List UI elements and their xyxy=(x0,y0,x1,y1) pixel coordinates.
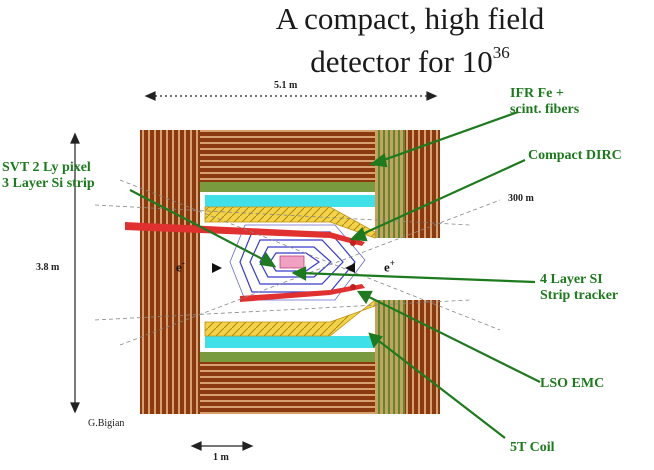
label-dirc: Compact DIRC xyxy=(528,148,622,163)
electron-label: e- xyxy=(176,258,185,275)
emc-bottom xyxy=(204,299,376,337)
ifr-iron xyxy=(140,130,440,414)
label-ifr-line2: scint. fibers xyxy=(510,102,580,117)
positron-sign: + xyxy=(389,258,395,268)
title-line1: A compact, high field xyxy=(275,1,545,36)
title-exponent: 36 xyxy=(492,43,510,62)
label-silicon-line2: Strip tracker xyxy=(540,288,619,303)
coil-bottom xyxy=(200,352,375,362)
iron-left xyxy=(140,130,200,414)
label-emc: LSO EMC xyxy=(540,376,605,391)
label-ifr: IFR Fe + scint. fibers xyxy=(510,86,579,118)
iron-top-endcap-inner xyxy=(375,130,405,238)
credit: G.Bigian xyxy=(88,418,125,429)
label-coil: 5T Coil xyxy=(510,440,555,455)
dim-length: 5.1 m xyxy=(274,80,298,91)
label-ifr-line1: IFR Fe + xyxy=(510,86,564,101)
electron-sign: - xyxy=(181,258,185,268)
label-svt: SVT 2 Ly pixel 3 Layer Si strip xyxy=(2,160,95,192)
beampipe-lower xyxy=(240,284,365,302)
positron-label: e+ xyxy=(384,258,395,275)
dirc-top xyxy=(205,195,375,207)
label-svt-line2: 3 Layer Si strip xyxy=(2,176,95,191)
electron-symbol: e xyxy=(176,259,182,275)
callout-arrows xyxy=(129,110,541,439)
electron-arrow xyxy=(212,263,222,273)
iron-top xyxy=(200,130,375,182)
beam-marker-lower xyxy=(350,284,356,290)
label-silicon-tracker: 4 Layer SI Strip tracker xyxy=(540,272,618,304)
coil-top xyxy=(200,182,375,192)
title-line2: detector for 1036 xyxy=(200,36,620,79)
dirc-bottom xyxy=(205,336,375,348)
iron-top-endcap-outer xyxy=(405,130,440,238)
dim-scale: 1 m xyxy=(213,452,229,463)
label-silicon-line1: 4 Layer SI xyxy=(540,272,603,287)
iron-bottom xyxy=(200,362,375,414)
dim-height: 3.8 m xyxy=(36,262,60,273)
beampipe-upper xyxy=(125,222,365,246)
label-svt-line1: SVT 2 Ly pixel xyxy=(2,160,91,175)
pixel-layers xyxy=(279,255,305,269)
positron-arrow xyxy=(345,263,355,273)
title-line2-text: detector for 10 xyxy=(310,44,493,79)
emc-top xyxy=(204,206,376,239)
positron-symbol: e xyxy=(384,259,390,275)
dim-angle: 300 m xyxy=(508,193,534,204)
dimension-arrows xyxy=(70,91,438,451)
beam-marker-upper xyxy=(350,240,356,246)
